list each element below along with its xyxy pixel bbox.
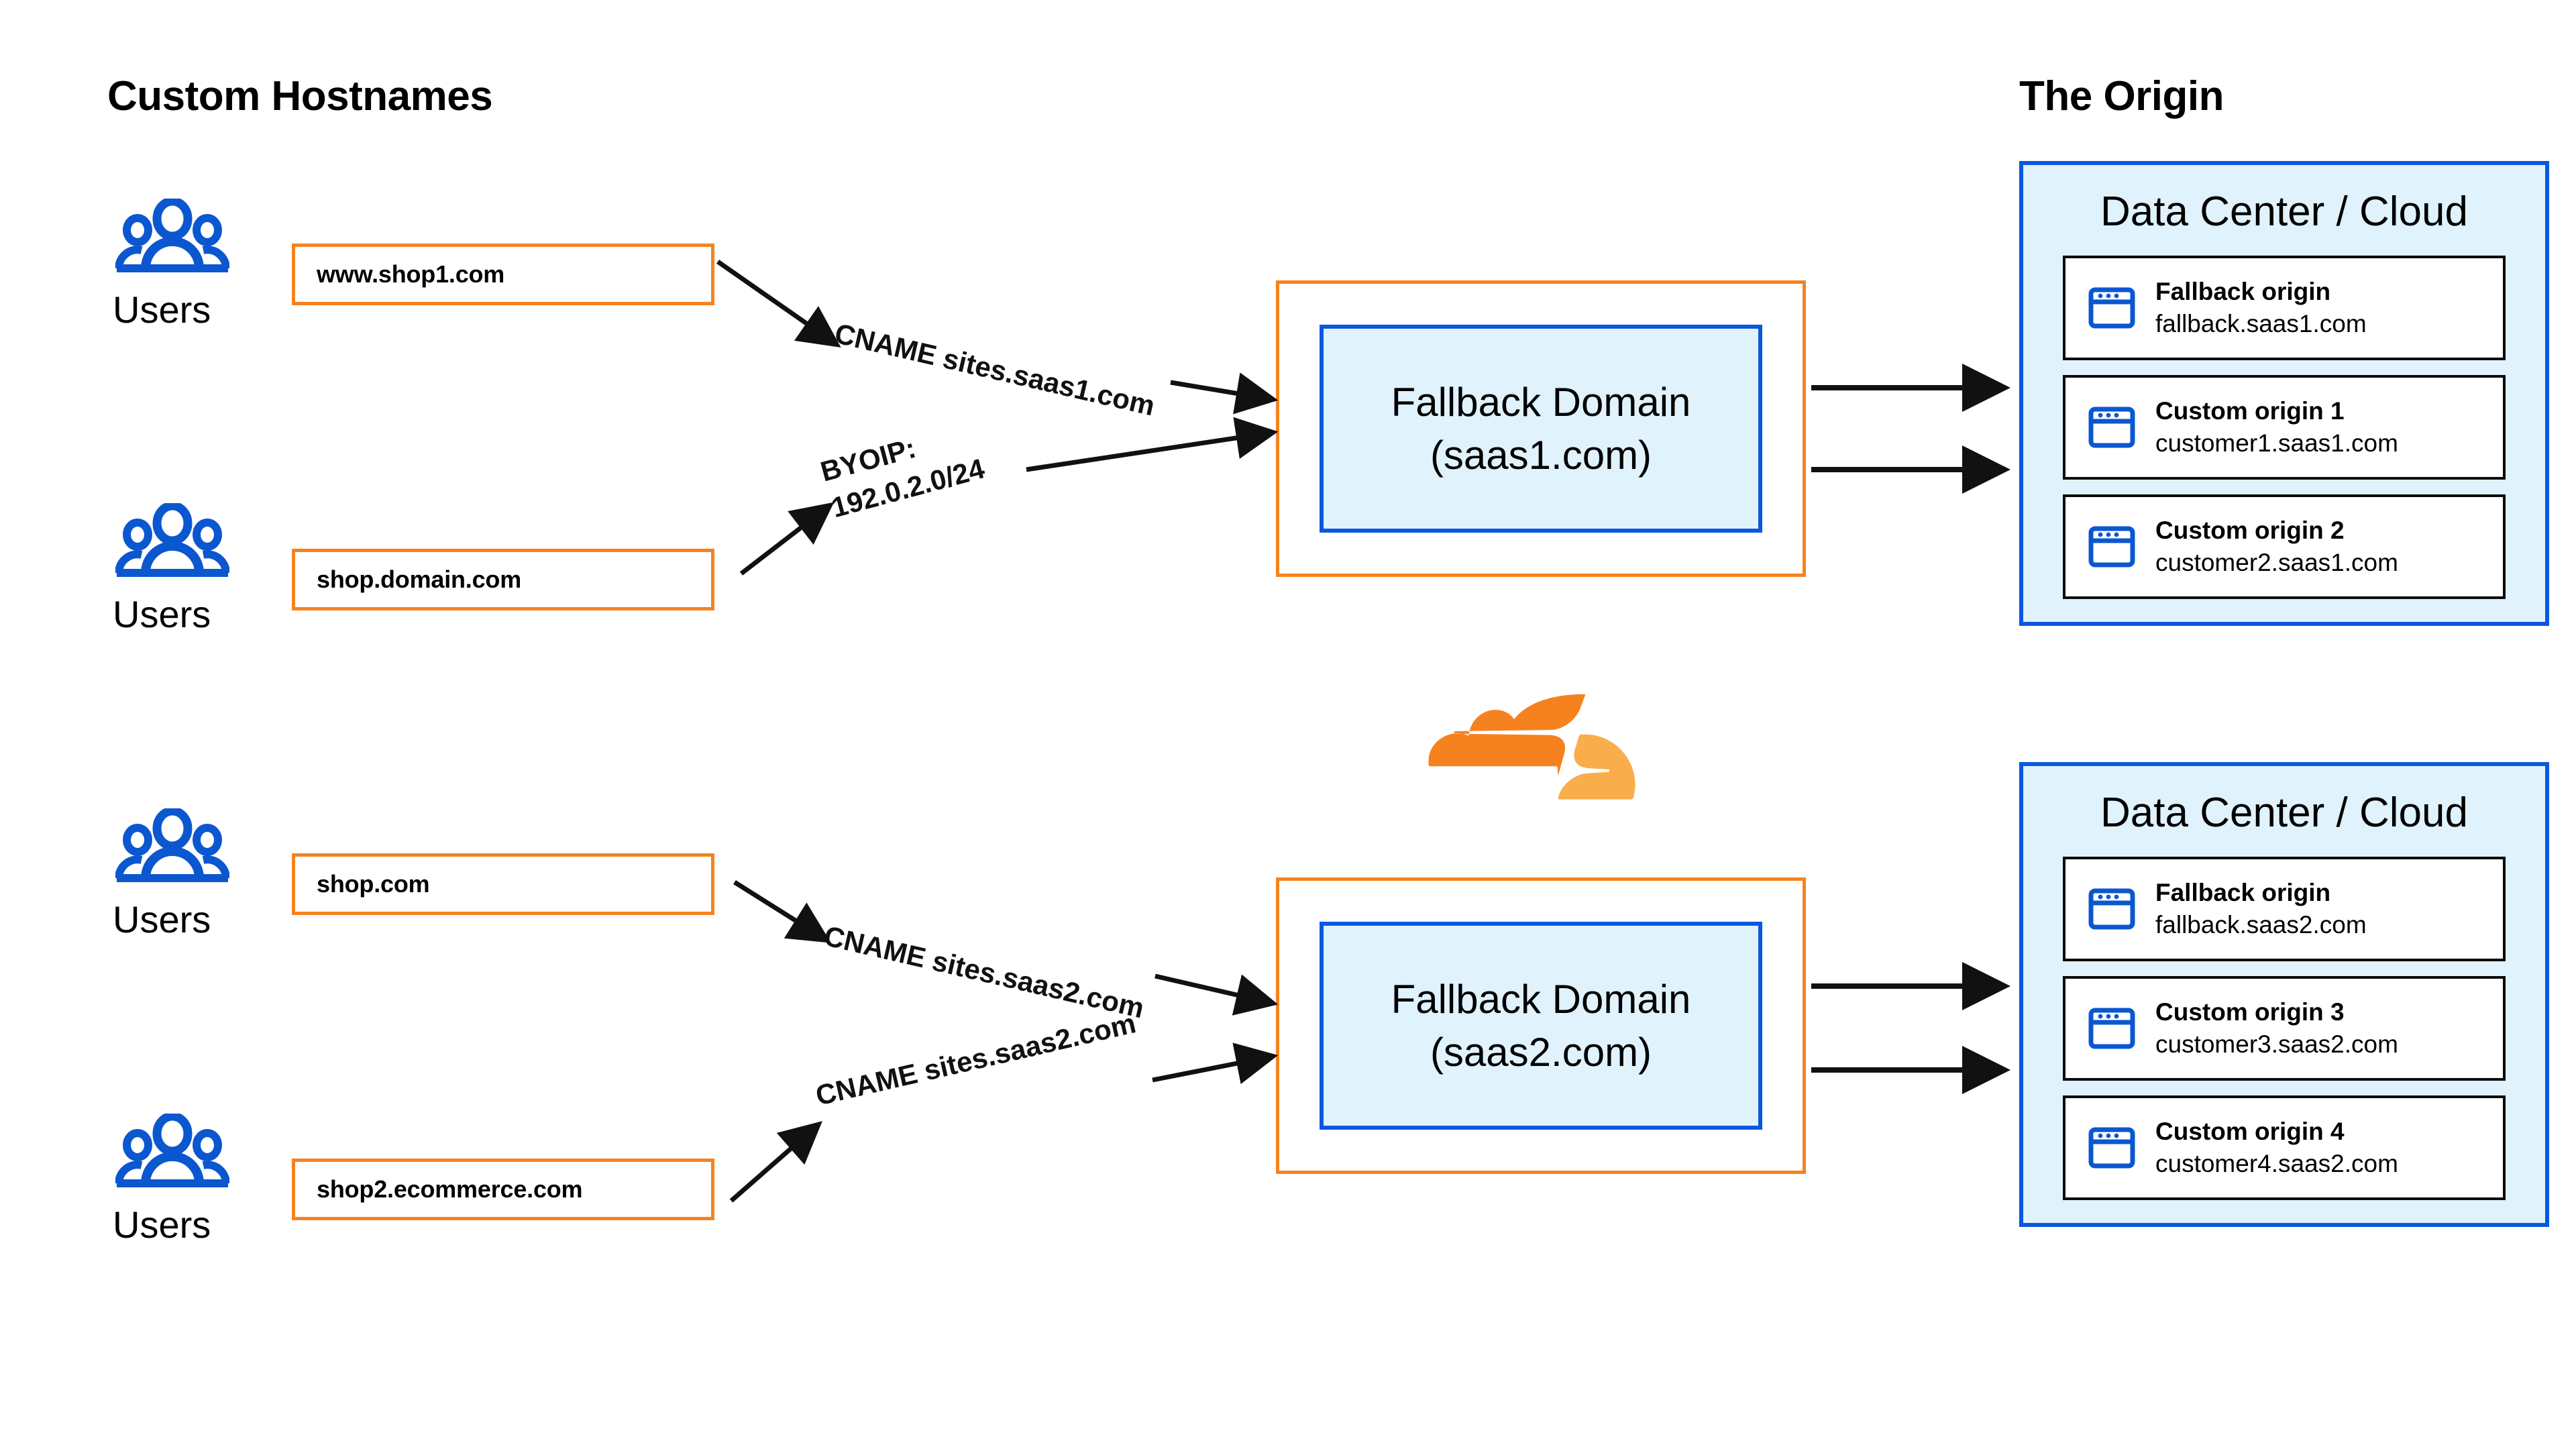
connector-2b [1026, 417, 1279, 472]
connector-1b [1170, 372, 1279, 415]
users-group-3: Users [107, 808, 282, 938]
origin-host: customer1.saas1.com [2155, 429, 2398, 457]
fallback-domain-2[interactable]: Fallback Domain (saas2.com) [1320, 922, 1762, 1130]
data-center-title: Data Center / Cloud [2100, 189, 2468, 235]
edge-label-3: CNAME sites.saas2.com [821, 920, 1147, 1024]
users-group-2: Users [107, 503, 282, 633]
edge-label-2-line1: BYOIP: [817, 432, 919, 488]
connector-3a [733, 880, 831, 943]
users-icon [115, 199, 229, 272]
users-icon [115, 808, 229, 882]
hostname-box-2[interactable]: shop.domain.com [292, 549, 714, 610]
users-group-1: Users [107, 199, 282, 329]
connector-3b [1155, 973, 1279, 1016]
origin-card[interactable]: Fallback origin fallback.saas1.com [2063, 256, 2506, 360]
browser-window-icon [2088, 888, 2135, 930]
fallback-domain-1[interactable]: Fallback Domain (saas1.com) [1320, 325, 1762, 533]
origin-card[interactable]: Custom origin 4 customer4.saas2.com [2063, 1095, 2506, 1200]
hostname-box-4[interactable]: shop2.ecommerce.com [292, 1159, 714, 1220]
fallback-domain-host: (saas2.com) [1430, 1030, 1652, 1075]
fallback-domain-title: Fallback Domain [1391, 976, 1691, 1022]
origin-name: Custom origin 1 [2155, 396, 2345, 425]
fallback-domain-title: Fallback Domain [1391, 379, 1691, 425]
users-icon [115, 1114, 229, 1187]
hostname-value: shop2.ecommerce.com [317, 1175, 583, 1203]
users-label: Users [113, 898, 211, 941]
origin-card[interactable]: Fallback origin fallback.saas2.com [2063, 857, 2506, 961]
edge-label-1: CNAME sites.saas1.com [832, 317, 1158, 422]
hostname-value: www.shop1.com [317, 260, 505, 288]
users-label: Users [113, 1203, 211, 1246]
users-icon [115, 503, 229, 577]
origin-name: Fallback origin [2155, 277, 2331, 305]
browser-window-icon [2088, 287, 2135, 329]
origin-host: fallback.saas1.com [2155, 309, 2367, 337]
origin-name: Custom origin 2 [2155, 516, 2345, 544]
connector-1a [716, 260, 841, 348]
edge-label-2-line2: 192.0.2.0/24 [828, 452, 988, 523]
svg-text:BYOIP: 192.0.2.0/24: BYOIP: 192.0.2.0/24 [817, 416, 988, 524]
edge-label-4: CNAME sites.saas2.com [812, 1007, 1138, 1112]
origin-host: customer4.saas2.com [2155, 1149, 2398, 1177]
origin-name: Custom origin 4 [2155, 1117, 2345, 1145]
browser-window-icon [2088, 1008, 2135, 1049]
origin-host: fallback.saas2.com [2155, 910, 2367, 938]
data-center-panel-2: Data Center / Cloud Fallback origin fall… [2019, 762, 2549, 1227]
users-label: Users [113, 288, 211, 331]
hostname-box-3[interactable]: shop.com [292, 853, 714, 915]
data-center-panel-1: Data Center / Cloud Fallback origin fall… [2019, 161, 2549, 626]
custom-hostnames-heading: Custom Hostnames [107, 73, 493, 119]
the-origin-heading: The Origin [2019, 73, 2224, 119]
users-group-4: Users [107, 1114, 282, 1244]
connector-4a [729, 1121, 822, 1203]
origin-host: customer2.saas1.com [2155, 548, 2398, 576]
users-label: Users [113, 593, 211, 635]
fallback-domain-host: (saas1.com) [1430, 433, 1652, 478]
connector-2a [739, 502, 835, 576]
browser-window-icon [2088, 407, 2135, 448]
cloudflare-logo [1428, 694, 1635, 800]
browser-window-icon [2088, 526, 2135, 568]
connector-4b [1152, 1042, 1279, 1085]
hostname-value: shop.domain.com [317, 566, 522, 593]
origin-card[interactable]: Custom origin 2 customer2.saas1.com [2063, 494, 2506, 599]
origin-host: customer3.saas2.com [2155, 1030, 2398, 1058]
origin-name: Custom origin 3 [2155, 998, 2345, 1026]
fallback-domain-outer-1: Fallback Domain (saas1.com) [1276, 280, 1806, 577]
origin-name: Fallback origin [2155, 878, 2331, 906]
data-center-title: Data Center / Cloud [2100, 790, 2468, 836]
origin-card[interactable]: Custom origin 1 customer1.saas1.com [2063, 375, 2506, 480]
origin-card[interactable]: Custom origin 3 customer3.saas2.com [2063, 976, 2506, 1081]
fallback-domain-outer-2: Fallback Domain (saas2.com) [1276, 877, 1806, 1174]
browser-window-icon [2088, 1127, 2135, 1169]
hostname-box-1[interactable]: www.shop1.com [292, 244, 714, 305]
hostname-value: shop.com [317, 870, 430, 898]
